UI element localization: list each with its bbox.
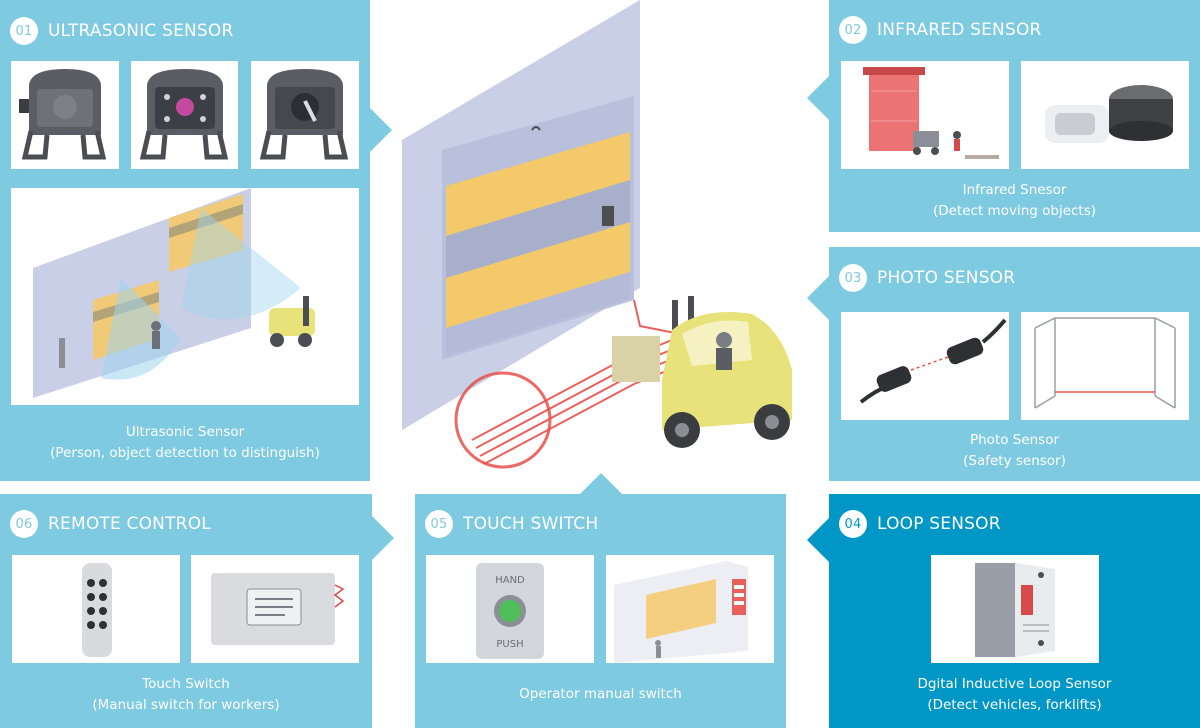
touch-title: 05 TOUCH SWITCH <box>425 510 598 538</box>
infrared-caption-line-2: (Detect moving objects) <box>932 203 1097 219</box>
remote-title: 06 REMOTE CONTROL <box>10 510 211 538</box>
infrared-title: 02 INFRARED SENSOR <box>839 16 1042 44</box>
ultrasonic-title-text: ULTRASONIC SENSOR <box>48 21 234 41</box>
infrared-title-text: INFRARED SENSOR <box>877 20 1042 40</box>
touch-title-text: TOUCH SWITCH <box>463 514 599 534</box>
touch-pointer-arrow <box>579 473 623 495</box>
ultrasonic-device-photo-1 <box>11 61 119 169</box>
photo-sensor-device-photo <box>841 312 1009 420</box>
touch-switch-door-illustration <box>606 555 774 663</box>
photo-pointer-arrow <box>807 276 829 320</box>
photo-caption-line-2: (Safety sensor) <box>963 453 1066 469</box>
ultrasonic-device-photo-2 <box>131 61 238 169</box>
panel-photo-sensor[interactable]: 03 PHOTO SENSOR Photo Sensor (Safety sen… <box>829 247 1200 481</box>
door-upper-panel <box>446 132 630 236</box>
door-sensor-box <box>602 206 614 226</box>
loop-number-badge: 04 <box>839 510 867 538</box>
remote-caption: Touch Switch (Manual switch for workers) <box>0 674 372 716</box>
photo-caption-line-1: Photo Sensor <box>969 432 1060 448</box>
photo-title-text: PHOTO SENSOR <box>877 268 1016 288</box>
photo-number-badge: 03 <box>839 264 867 292</box>
remote-caption-line-2: (Manual switch for workers) <box>92 697 280 713</box>
loop-caption-line-1: Dgital Inductive Loop Sensor <box>917 676 1112 692</box>
touch-caption: Operator manual switch <box>415 684 786 705</box>
infrared-door-illustration <box>841 61 1009 169</box>
infrared-device-photo <box>1021 61 1189 169</box>
ultrasonic-caption: Ultrasonic Sensor (Person, object detect… <box>0 422 370 464</box>
ultrasonic-title: 01 ULTRASONIC SENSOR <box>10 17 234 45</box>
panel-loop-sensor[interactable]: 04 LOOP SENSOR Dgital Inductive Loop Sen… <box>829 494 1200 728</box>
touch-number-badge: 05 <box>425 510 453 538</box>
infrared-pointer-arrow <box>807 76 829 120</box>
door-lower-panel <box>446 222 630 328</box>
loop-pointer-arrow <box>807 518 829 562</box>
ultrasonic-coverage-illustration <box>11 188 359 405</box>
ultrasonic-caption-line-2: (Person, object detection to distinguish… <box>50 445 320 461</box>
remote-caption-line-1: Touch Switch <box>142 676 230 692</box>
forklift <box>612 296 792 448</box>
touch-switch-hand-label: HAND <box>495 575 525 586</box>
ultrasonic-device-photo-3 <box>251 61 359 169</box>
loop-title: 04 LOOP SENSOR <box>839 510 1001 538</box>
touch-switch-button-photo: HAND PUSH <box>426 555 594 663</box>
loop-caption: Dgital Inductive Loop Sensor (Detect veh… <box>829 674 1200 716</box>
touch-caption-line-1: Operator manual switch <box>519 686 682 702</box>
door-middle-gap <box>446 180 630 278</box>
loop-sensor-device-photo <box>931 555 1099 663</box>
remote-title-text: REMOTE CONTROL <box>48 514 211 534</box>
photo-title: 03 PHOTO SENSOR <box>839 264 1015 292</box>
ultrasonic-caption-line-1: Ultrasonic Sensor <box>125 424 245 440</box>
panel-infrared-sensor[interactable]: 02 INFRARED SENSOR Infrared Snesor (Dete… <box>829 0 1200 232</box>
remote-number-badge: 06 <box>10 510 38 538</box>
panel-touch-switch[interactable]: 05 TOUCH SWITCH HAND PUSH Operator manua… <box>415 494 786 728</box>
photo-sensor-door-illustration <box>1021 312 1189 420</box>
panel-remote-control[interactable]: 06 REMOTE CONTROL Touch Switch (Manual s… <box>0 494 372 728</box>
ultrasonic-number-badge: 01 <box>10 17 38 45</box>
loop-caption-line-2: (Detect vehicles, forklifts) <box>927 697 1102 713</box>
loop-highlight-circle <box>454 371 552 469</box>
center-door-illustration <box>372 0 828 492</box>
ultrasonic-pointer-arrow <box>370 108 392 152</box>
infrared-number-badge: 02 <box>839 16 867 44</box>
loop-title-text: LOOP SENSOR <box>877 514 1001 534</box>
infrared-caption-line-1: Infrared Snesor <box>962 182 1067 198</box>
remote-pointer-arrow <box>372 516 394 560</box>
photo-caption: Photo Sensor (Safety sensor) <box>829 430 1200 472</box>
remote-receiver-photo <box>191 555 359 663</box>
panel-ultrasonic-sensor[interactable]: 01 ULTRASONIC SENSOR <box>0 0 370 481</box>
remote-handheld-photo <box>12 555 180 663</box>
touch-switch-push-label: PUSH <box>496 639 523 650</box>
infrared-caption: Infrared Snesor (Detect moving objects) <box>829 180 1200 222</box>
